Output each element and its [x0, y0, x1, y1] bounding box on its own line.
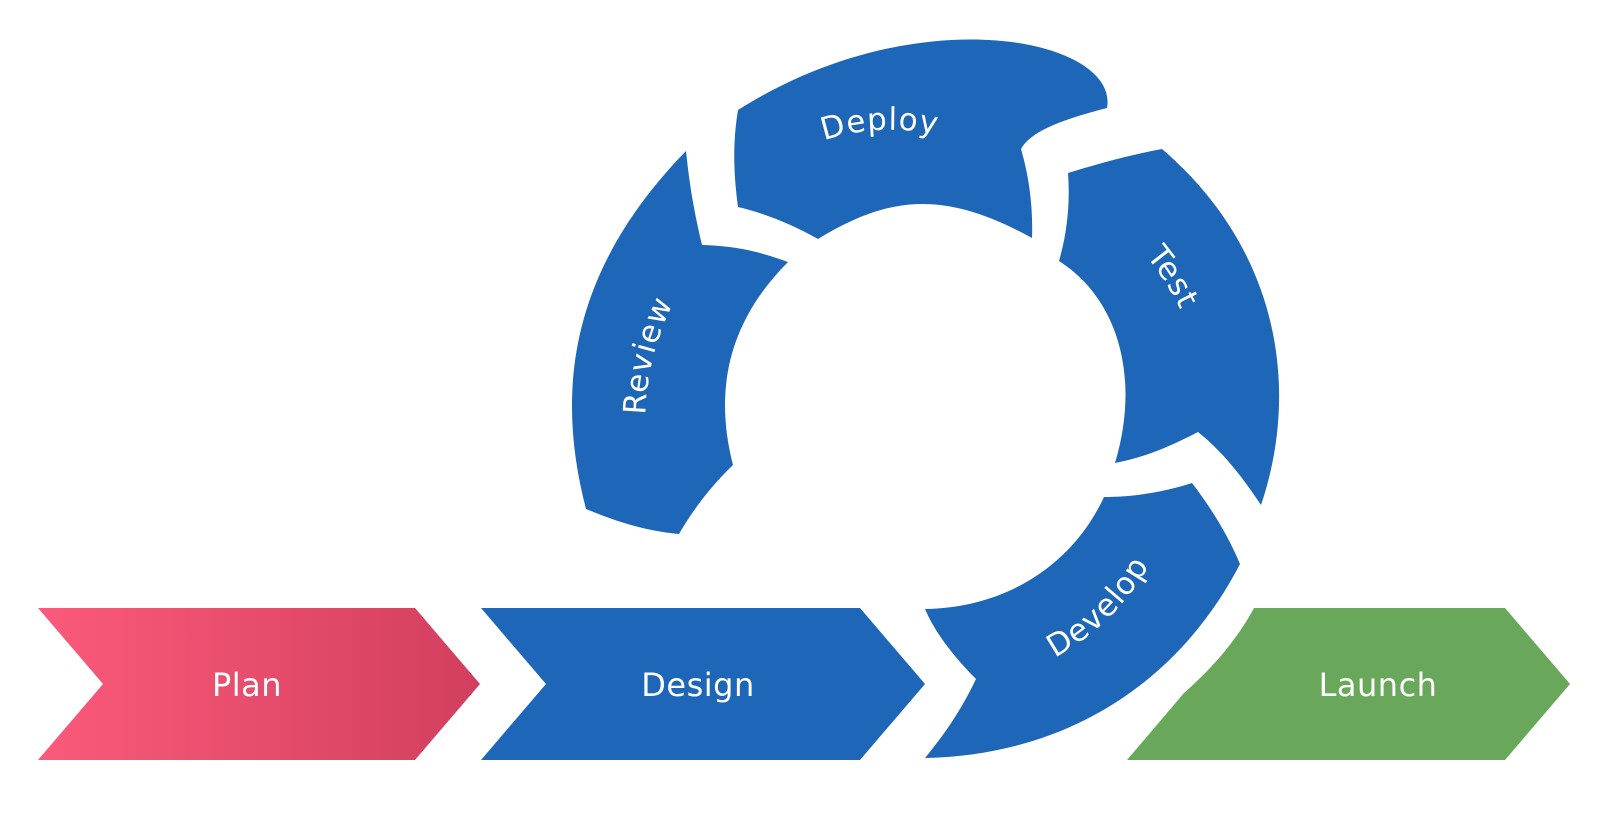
cycle-segment-deploy [734, 39, 1108, 239]
cycle-segment-develop [925, 483, 1240, 758]
plan-chevron[interactable] [38, 608, 480, 760]
launch-label: Launch [1319, 666, 1438, 704]
launch-chevron[interactable] [1127, 608, 1570, 760]
plan-label: Plan [212, 666, 282, 704]
cycle-segment-test [1059, 149, 1280, 505]
design-label: Design [641, 666, 754, 704]
design-chevron[interactable] [481, 608, 925, 760]
cycle-segment-review [571, 151, 788, 534]
